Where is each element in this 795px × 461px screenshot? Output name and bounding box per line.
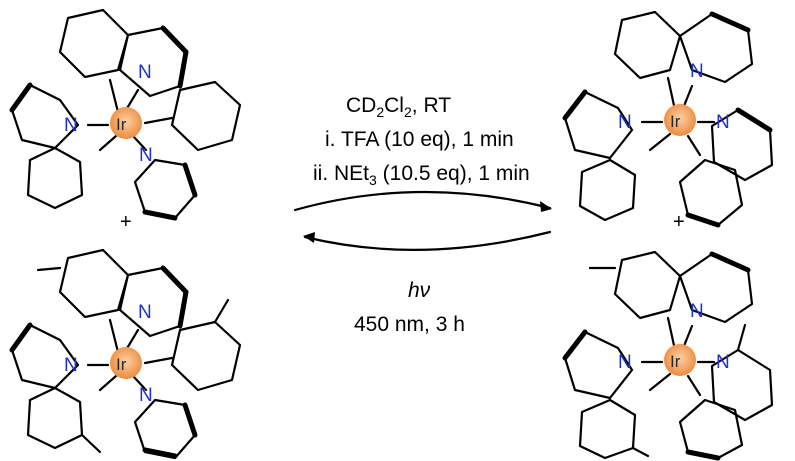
reverse-conditions: hν 450 nm, 3 h — [354, 279, 465, 336]
complex-top-right: Ir N N N — [562, 10, 774, 228]
ir-label-bl: Ir — [116, 355, 127, 374]
n-label-bl-3: N — [139, 385, 153, 406]
iridium-atom-tr — [664, 104, 696, 136]
n-label-br-3: N — [716, 352, 730, 373]
complex-bottom-left: Ir N N N — [9, 248, 242, 460]
iridium-atom-br — [664, 344, 696, 376]
ir-label-tr: Ir — [670, 112, 681, 131]
forward-arrowhead — [540, 201, 552, 212]
n-label-br-2: N — [618, 352, 632, 373]
n-label-tr-3: N — [716, 112, 730, 133]
iridium-atom-bl — [110, 347, 142, 379]
condition-wavelength: 450 nm, 3 h — [354, 313, 465, 336]
n-label-tr-1: N — [690, 61, 704, 82]
n-label-tl-3: N — [139, 145, 153, 166]
reverse-arrowhead — [303, 232, 315, 243]
forward-arrow — [293, 190, 552, 212]
ir-label-tl: Ir — [116, 115, 127, 134]
condition-step-ii: ii. NEt3 (10.5 eq), 1 min — [313, 162, 530, 188]
n-label-bl-2: N — [64, 355, 78, 376]
n-label-tl-1: N — [138, 62, 152, 83]
condition-light: hν — [408, 279, 431, 302]
n-label-tr-2: N — [618, 112, 632, 133]
plus-sign-left: + — [120, 211, 132, 233]
condition-solvent: CD2Cl2, RT — [346, 94, 451, 120]
plus-sign-right: + — [673, 211, 685, 233]
n-label-tl-2: N — [64, 115, 78, 136]
condition-step-i: i. TFA (10 eq), 1 min — [325, 128, 514, 151]
complex-top-left: Ir N N N — [9, 8, 242, 221]
ir-label-br: Ir — [670, 352, 681, 371]
n-label-br-1: N — [690, 301, 704, 322]
complex-bottom-right: Ir N N N — [562, 250, 774, 461]
forward-conditions: CD2Cl2, RT i. TFA (10 eq), 1 min ii. NEt… — [313, 94, 530, 188]
iridium-atom-tl — [110, 107, 142, 139]
reverse-arrow — [303, 230, 552, 251]
n-label-bl-1: N — [138, 302, 152, 323]
